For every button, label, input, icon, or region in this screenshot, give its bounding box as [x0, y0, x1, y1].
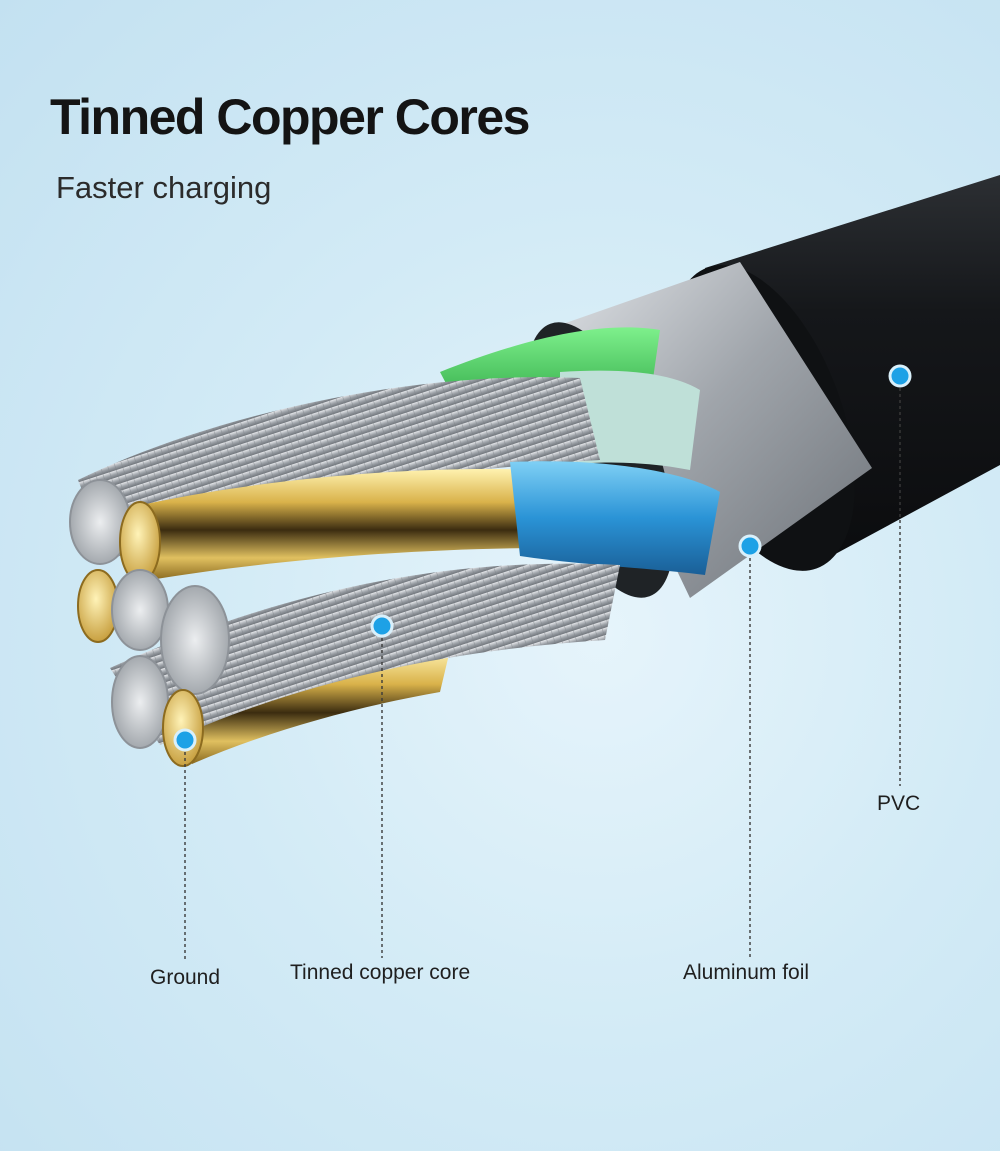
ground-marker-dot: [173, 728, 197, 752]
conductor-ends: [69, 479, 230, 767]
lower-strand-bundle: [110, 563, 620, 745]
label-aluminum-foil: Aluminum foil: [683, 961, 810, 984]
leader-lines: [184, 376, 901, 960]
core-marker-dot: [370, 614, 394, 638]
callout-markers: [173, 364, 912, 752]
page-subtitle: Faster charging: [56, 170, 272, 205]
upper-gold-wire: [128, 468, 545, 580]
blue-wire: [510, 461, 720, 575]
foil-marker-dot: [738, 534, 762, 558]
label-pvc: PVC: [877, 792, 921, 815]
label-tinned-copper-core: Tinned copper core: [290, 961, 471, 984]
label-ground: Ground: [150, 966, 221, 989]
page-title: Tinned Copper Cores: [50, 89, 530, 145]
pvc-marker-dot: [888, 364, 912, 388]
